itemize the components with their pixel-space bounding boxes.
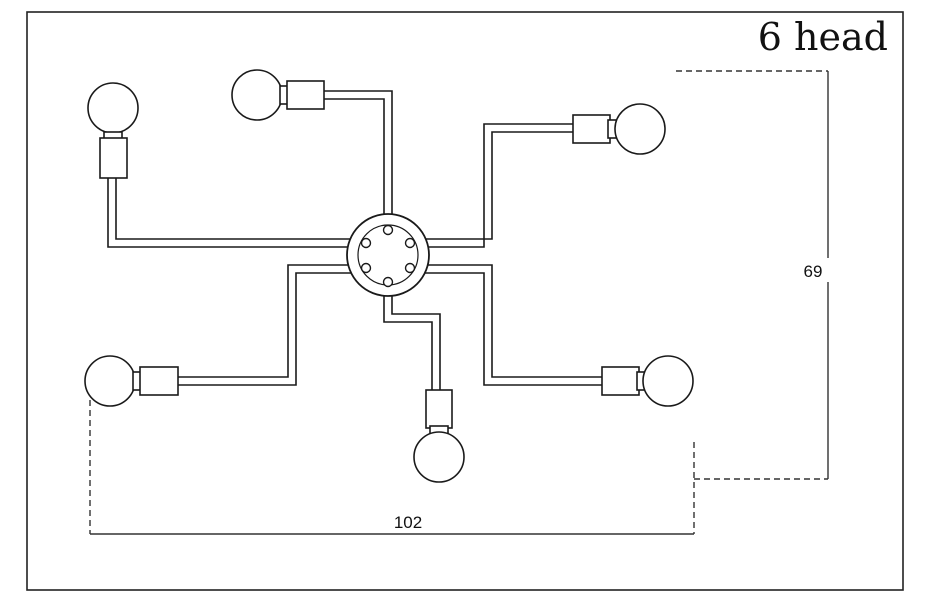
lamp-head <box>601 355 694 407</box>
height-label: 69 <box>804 262 823 281</box>
socket <box>99 137 128 179</box>
arm-bottom-left <box>178 264 362 386</box>
arm-top-right <box>414 123 573 248</box>
width-label: 102 <box>394 513 422 532</box>
socket <box>286 80 325 110</box>
socket <box>601 366 640 396</box>
lamp-head <box>413 389 465 483</box>
hub-hole <box>404 262 416 274</box>
bulb <box>413 431 465 483</box>
socket <box>572 114 611 144</box>
arm-bottom-right <box>412 264 602 386</box>
lamp-head <box>231 69 325 121</box>
lamp-head <box>572 103 666 155</box>
hub-hole <box>360 262 372 274</box>
arm-bottom-center <box>383 290 441 390</box>
bulb <box>231 69 283 121</box>
socket <box>425 389 453 429</box>
bulb <box>84 355 136 407</box>
central-hub <box>346 213 430 297</box>
diagram-title: 6 head <box>758 15 888 59</box>
hub-hole <box>382 224 394 236</box>
hub-hole <box>382 276 394 288</box>
bulb <box>614 103 666 155</box>
hub-hole <box>360 237 372 249</box>
diagram-frame <box>26 11 904 591</box>
height-dimension: 69 <box>676 70 832 480</box>
width-dimension: 102 <box>89 400 695 535</box>
lamp-head <box>84 355 179 407</box>
bulb <box>87 82 139 134</box>
bulb <box>642 355 694 407</box>
hub-hole <box>404 237 416 249</box>
arm-top-left-far <box>107 178 360 248</box>
lamp-head <box>87 82 139 179</box>
socket <box>139 366 179 396</box>
arm-top-center <box>324 90 393 222</box>
